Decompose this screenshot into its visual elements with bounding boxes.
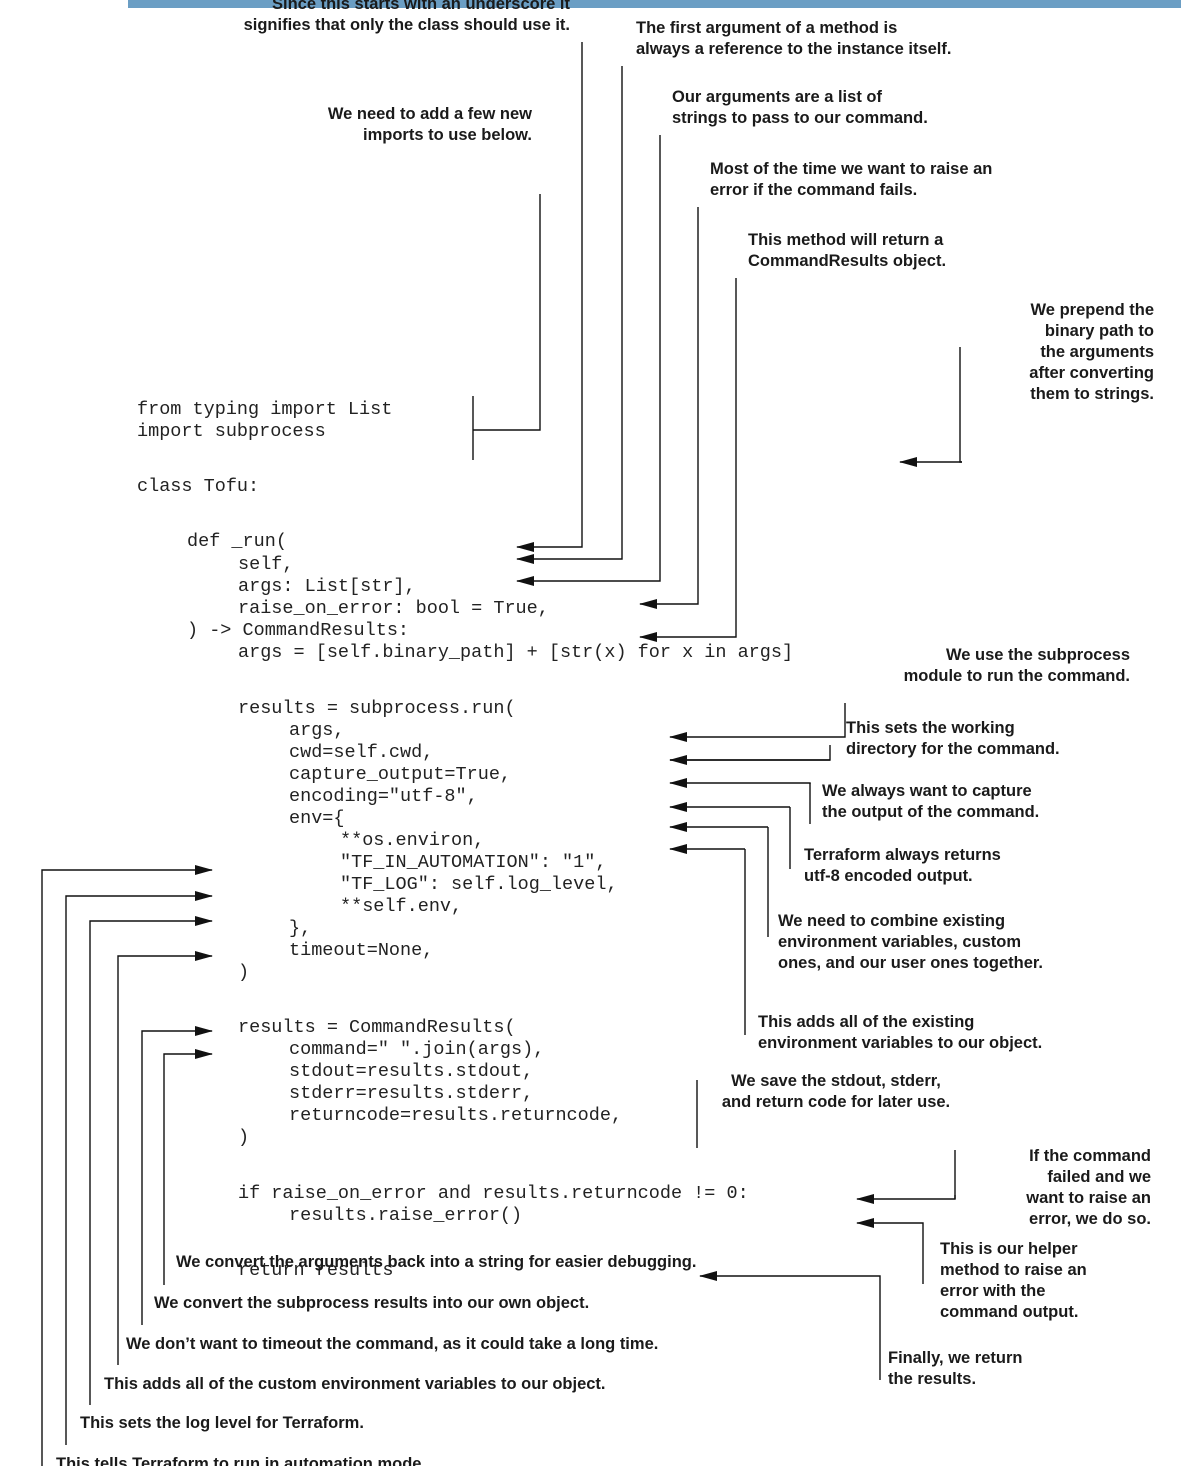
callout-debug bbox=[163, 1049, 213, 1285]
code-line: results = subprocess.run( bbox=[238, 698, 516, 719]
code-line: args, bbox=[289, 720, 345, 741]
code-line: self, bbox=[238, 554, 294, 575]
code-line: timeout=None, bbox=[289, 940, 434, 961]
annotation-return-results: Finally, we return the results. bbox=[888, 1349, 1023, 1388]
annotation-cwd: This sets the working directory for the … bbox=[846, 719, 1060, 758]
callout-return-results bbox=[699, 1271, 881, 1380]
annotation-custom-env: This adds all of the custom environment … bbox=[104, 1375, 606, 1393]
code-line: cwd=self.cwd, bbox=[289, 742, 434, 763]
annotation-save-stdout: We save the stdout, stderr, and return c… bbox=[721, 1072, 951, 1111]
code-line: stderr=results.stderr, bbox=[289, 1083, 534, 1104]
callout-first-arg bbox=[516, 66, 623, 564]
header-rule bbox=[128, 0, 1181, 8]
callout-args-list bbox=[516, 135, 661, 586]
callout-capture bbox=[669, 778, 811, 788]
code-line: **self.env, bbox=[340, 896, 463, 917]
annotation-helper: This is our helper method to raise an er… bbox=[940, 1240, 1087, 1321]
callout-prepend bbox=[959, 347, 962, 463]
code-line: encoding="utf-8", bbox=[289, 786, 478, 807]
callout-timeout bbox=[117, 951, 213, 1365]
code-line: "TF_LOG": self.log_level, bbox=[340, 874, 618, 895]
code-line: ) -> CommandResults: bbox=[187, 620, 410, 641]
annotation-own-object: We convert the subprocess results into o… bbox=[154, 1294, 590, 1312]
callout-returns bbox=[639, 278, 737, 642]
annotation-existing-env: This adds all of the existing environmen… bbox=[758, 1013, 1043, 1052]
annotation-imports: We need to add a few new imports to use … bbox=[327, 105, 532, 144]
code-line: class Tofu: bbox=[137, 476, 260, 497]
callout-automation bbox=[41, 865, 213, 1466]
code-line: command=" ".join(args), bbox=[289, 1039, 545, 1060]
annotation-returns: This method will return a CommandResults… bbox=[748, 231, 947, 270]
callout-cwd bbox=[670, 745, 831, 761]
code-line: args: List[str], bbox=[238, 576, 416, 597]
annotation-automation: This tells Terraform to run in automatio… bbox=[56, 1455, 427, 1466]
code-line: }, bbox=[289, 918, 312, 939]
code-line: results.raise_error() bbox=[289, 1205, 523, 1226]
annotation-underscore: Since this starts with an underscore it … bbox=[243, 0, 570, 34]
annotation-first-arg: The first argument of a method is always… bbox=[636, 19, 952, 58]
code-line: results = CommandResults( bbox=[238, 1017, 516, 1038]
code-line: ) bbox=[238, 1127, 250, 1148]
code-line: def _run( bbox=[187, 531, 287, 552]
annotation-args-list: Our arguments are a list of strings to p… bbox=[672, 88, 928, 127]
annotation-prepend: We prepend the binary path to the argume… bbox=[1029, 301, 1154, 403]
code-line: from typing import List bbox=[137, 399, 393, 420]
code-line: import subprocess bbox=[137, 421, 326, 442]
code-line: returncode=results.returncode, bbox=[289, 1105, 623, 1126]
code-line: capture_output=True, bbox=[289, 764, 512, 785]
annotation-capture: We always want to capture the output of … bbox=[822, 782, 1040, 821]
annotation-raise-error: Most of the time we want to raise an err… bbox=[710, 160, 993, 199]
code-line: stdout=results.stdout, bbox=[289, 1061, 534, 1082]
annotation-command-failed: If the command failed and we want to rai… bbox=[1026, 1147, 1151, 1228]
code-line: return results bbox=[238, 1260, 394, 1281]
code-line: env={ bbox=[289, 808, 345, 829]
code-line: ) bbox=[238, 962, 250, 983]
code-line: **os.environ, bbox=[340, 830, 485, 851]
annotation-utf8: Terraform always returns utf-8 encoded o… bbox=[804, 846, 1001, 885]
code-line: if raise_on_error and results.returncode… bbox=[238, 1183, 749, 1204]
annotation-debug: We convert the arguments back into a str… bbox=[176, 1253, 697, 1271]
callout-underscore bbox=[516, 42, 583, 552]
callout-subprocess bbox=[669, 703, 846, 742]
bracket-imports-link bbox=[473, 194, 541, 431]
callout-helper bbox=[856, 1218, 924, 1284]
annotation-timeout: We don’t want to timeout the command, as… bbox=[126, 1335, 659, 1353]
annotation-subprocess: We use the subprocess module to run the … bbox=[903, 646, 1130, 685]
callout-log-level bbox=[65, 891, 213, 1445]
callout-own-object bbox=[141, 1026, 213, 1325]
code-line: args = [self.binary_path] + [str(x) for … bbox=[238, 642, 794, 663]
annotation-combine-env: We need to combine existing environment … bbox=[778, 912, 1043, 972]
code-line: raise_on_error: bool = True, bbox=[238, 598, 549, 619]
annotation-log-level: This sets the log level for Terraform. bbox=[80, 1414, 364, 1432]
callout-custom-env bbox=[89, 916, 213, 1405]
callout-command-failed bbox=[856, 1194, 956, 1204]
callout-raise-error bbox=[639, 207, 699, 609]
code-line: "TF_IN_AUTOMATION": "1", bbox=[340, 852, 607, 873]
